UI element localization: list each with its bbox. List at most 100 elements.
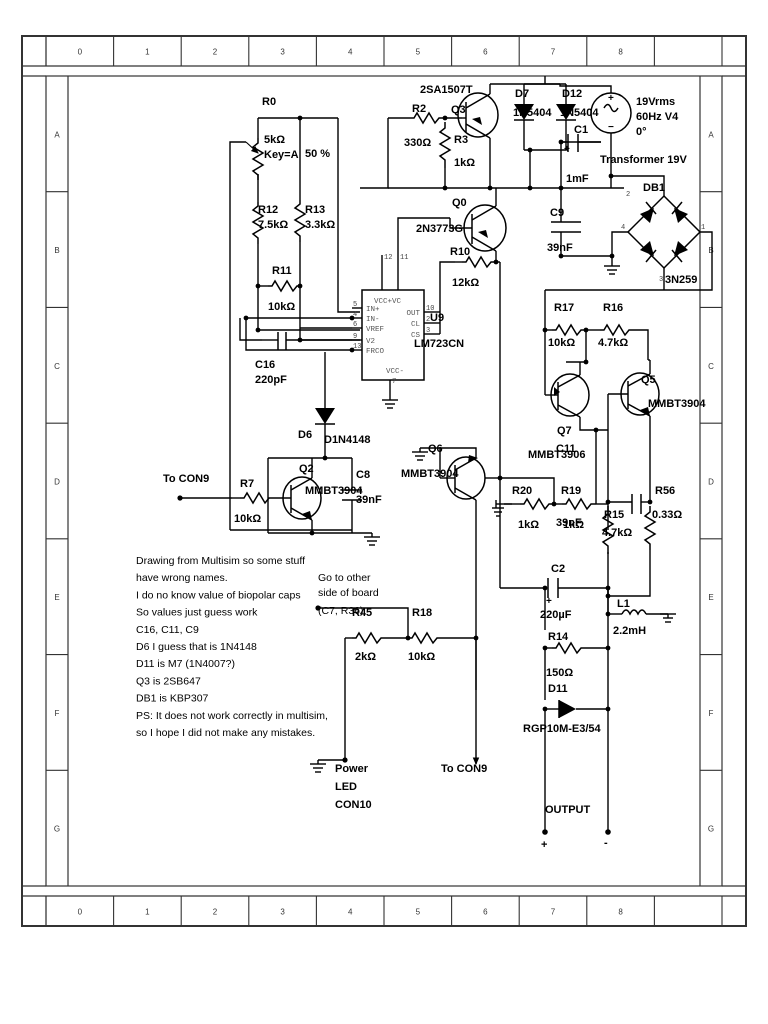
- label-u9-part: LM723CN: [414, 338, 464, 350]
- label-v4-freq: 60Hz V4: [636, 111, 679, 123]
- label-output: OUTPUT: [545, 804, 591, 816]
- label-r0-ref: R0: [262, 96, 276, 108]
- note-line-6: D6 I guess that is 1N4148: [136, 641, 257, 653]
- label-power-led-1: Power: [335, 763, 369, 775]
- label-r20-ref: R20: [512, 485, 532, 497]
- label-q6-part: MMBT3904: [401, 468, 459, 480]
- label-output-minus: -: [604, 837, 608, 849]
- note-line-1: Drawing from Multisim so some stuff: [136, 555, 305, 567]
- label-q0-ref: Q0: [452, 197, 467, 209]
- label-db1-pin4: 4: [621, 224, 625, 232]
- ic-pinnum-13: 13: [353, 343, 361, 351]
- note-line-2: have wrong names.: [136, 572, 228, 584]
- label-db1-pin3: 3: [659, 276, 663, 284]
- column-label-4: 4: [348, 48, 353, 57]
- label-r3-ref: R3: [454, 134, 468, 146]
- label-r17-value: 10kΩ: [548, 337, 575, 349]
- label-r7-ref: R7: [240, 478, 254, 490]
- cap-c16: [239, 315, 310, 350]
- label-q5-part: MMBT3904: [648, 398, 706, 410]
- ic-pinname-frco: FRCO: [366, 348, 385, 356]
- label-power-led-2: LED: [335, 781, 357, 793]
- label-goto-other-1: Go to other: [318, 572, 371, 584]
- ic-pinname-vccneg: VCC-: [386, 368, 404, 376]
- label-r12-ref: R12: [258, 204, 278, 216]
- ic-pinnum-6: 6: [353, 321, 357, 329]
- ic-pinnum-4: 4: [353, 311, 357, 319]
- label-d12-ref: D12: [562, 88, 582, 100]
- label-to-con9-left: To CON9: [163, 473, 209, 485]
- ic-pinnum-9: 9: [353, 333, 357, 341]
- ic-pinname-cl: CL: [411, 321, 421, 329]
- label-d11-ref: D11: [548, 683, 568, 695]
- label-r56-ref: R56: [655, 485, 675, 497]
- drive-stage: [177, 352, 380, 546]
- column-label-3: 3: [280, 48, 285, 57]
- bridge-db1: [545, 173, 713, 291]
- row-label-B: B: [708, 246, 713, 255]
- note-line-8: Q3 is 2SB647: [136, 675, 201, 687]
- label-d7-ref: D7: [515, 88, 529, 100]
- row-label-C: C: [708, 362, 714, 371]
- ic-pinname-in: IN-: [366, 316, 380, 324]
- label-c8-ref: C8: [356, 469, 370, 481]
- ic-pinnum-11: 11: [400, 254, 408, 262]
- svg-text:−: −: [608, 122, 614, 133]
- ic-pinname-v2: V2: [366, 338, 375, 346]
- row-label-G: G: [54, 825, 60, 834]
- label-r3-value: 1kΩ: [454, 157, 475, 169]
- row-label-G: G: [708, 825, 714, 834]
- row-label-F: F: [709, 709, 714, 718]
- label-r11-ref: R11: [272, 265, 292, 277]
- note-line-5: C16, C11, C9: [136, 624, 199, 636]
- row-label-E: E: [708, 593, 713, 602]
- label-r15-ref: R15: [604, 509, 624, 521]
- label-r11-value: 10kΩ: [268, 301, 295, 313]
- label-v4-note: Transformer 19V: [600, 154, 687, 166]
- label-r7-value: 10kΩ: [234, 513, 261, 525]
- label-r0-wiper: 50 %: [305, 148, 330, 160]
- label-c1-value: 1mF: [566, 173, 589, 185]
- label-c2-polarity: +: [546, 596, 552, 607]
- label-d11-part: RGP10M-E3/54: [523, 723, 602, 735]
- label-db1-part: 3N259: [665, 274, 697, 286]
- label-r2-ref: R2: [412, 103, 426, 115]
- column-label-7: 7: [551, 908, 556, 917]
- label-r18-ref: R18: [412, 607, 432, 619]
- column-label-2: 2: [213, 48, 218, 57]
- ic-pinname-in: IN+: [366, 306, 380, 314]
- label-r10-value: 12kΩ: [452, 277, 479, 289]
- label-q3-ref: Q3: [451, 104, 466, 116]
- label-r14-value: 150Ω: [546, 667, 573, 679]
- row-label-D: D: [708, 478, 714, 487]
- label-q2-ref: Q2: [299, 463, 314, 475]
- label-r10-ref: R10: [450, 246, 470, 258]
- column-label-5: 5: [416, 48, 421, 57]
- column-label-0: 0: [78, 908, 83, 917]
- label-to-con9-bottom: To CON9: [441, 763, 487, 775]
- ic-u9: [352, 248, 440, 409]
- ic-pinnum-5: 5: [353, 301, 357, 309]
- ic-pinnum-3: 3: [426, 327, 430, 335]
- column-label-1: 1: [145, 908, 150, 917]
- label-db1-ref: DB1: [643, 182, 665, 194]
- label-c1-ref: C1: [574, 124, 588, 136]
- label-r13-ref: R13: [305, 204, 325, 216]
- label-goto-other-2: side of board: [318, 587, 379, 599]
- note-line-4: So values just guess work: [136, 607, 258, 619]
- row-label-C: C: [54, 362, 60, 371]
- label-c16-ref: C16: [255, 359, 275, 371]
- ic-pinname-vccvc: VCC+VC: [374, 298, 402, 306]
- row-label-B: B: [54, 246, 59, 255]
- label-r18-value: 10kΩ: [408, 651, 435, 663]
- label-r17-ref: R17: [554, 302, 574, 314]
- column-label-4: 4: [348, 908, 353, 917]
- label-r14-ref: R14: [548, 631, 569, 643]
- row-label-E: E: [54, 593, 59, 602]
- ic-pinnum-2: 2: [426, 316, 430, 324]
- label-v4-phase: 0°: [636, 126, 647, 138]
- pot-network: [229, 115, 360, 530]
